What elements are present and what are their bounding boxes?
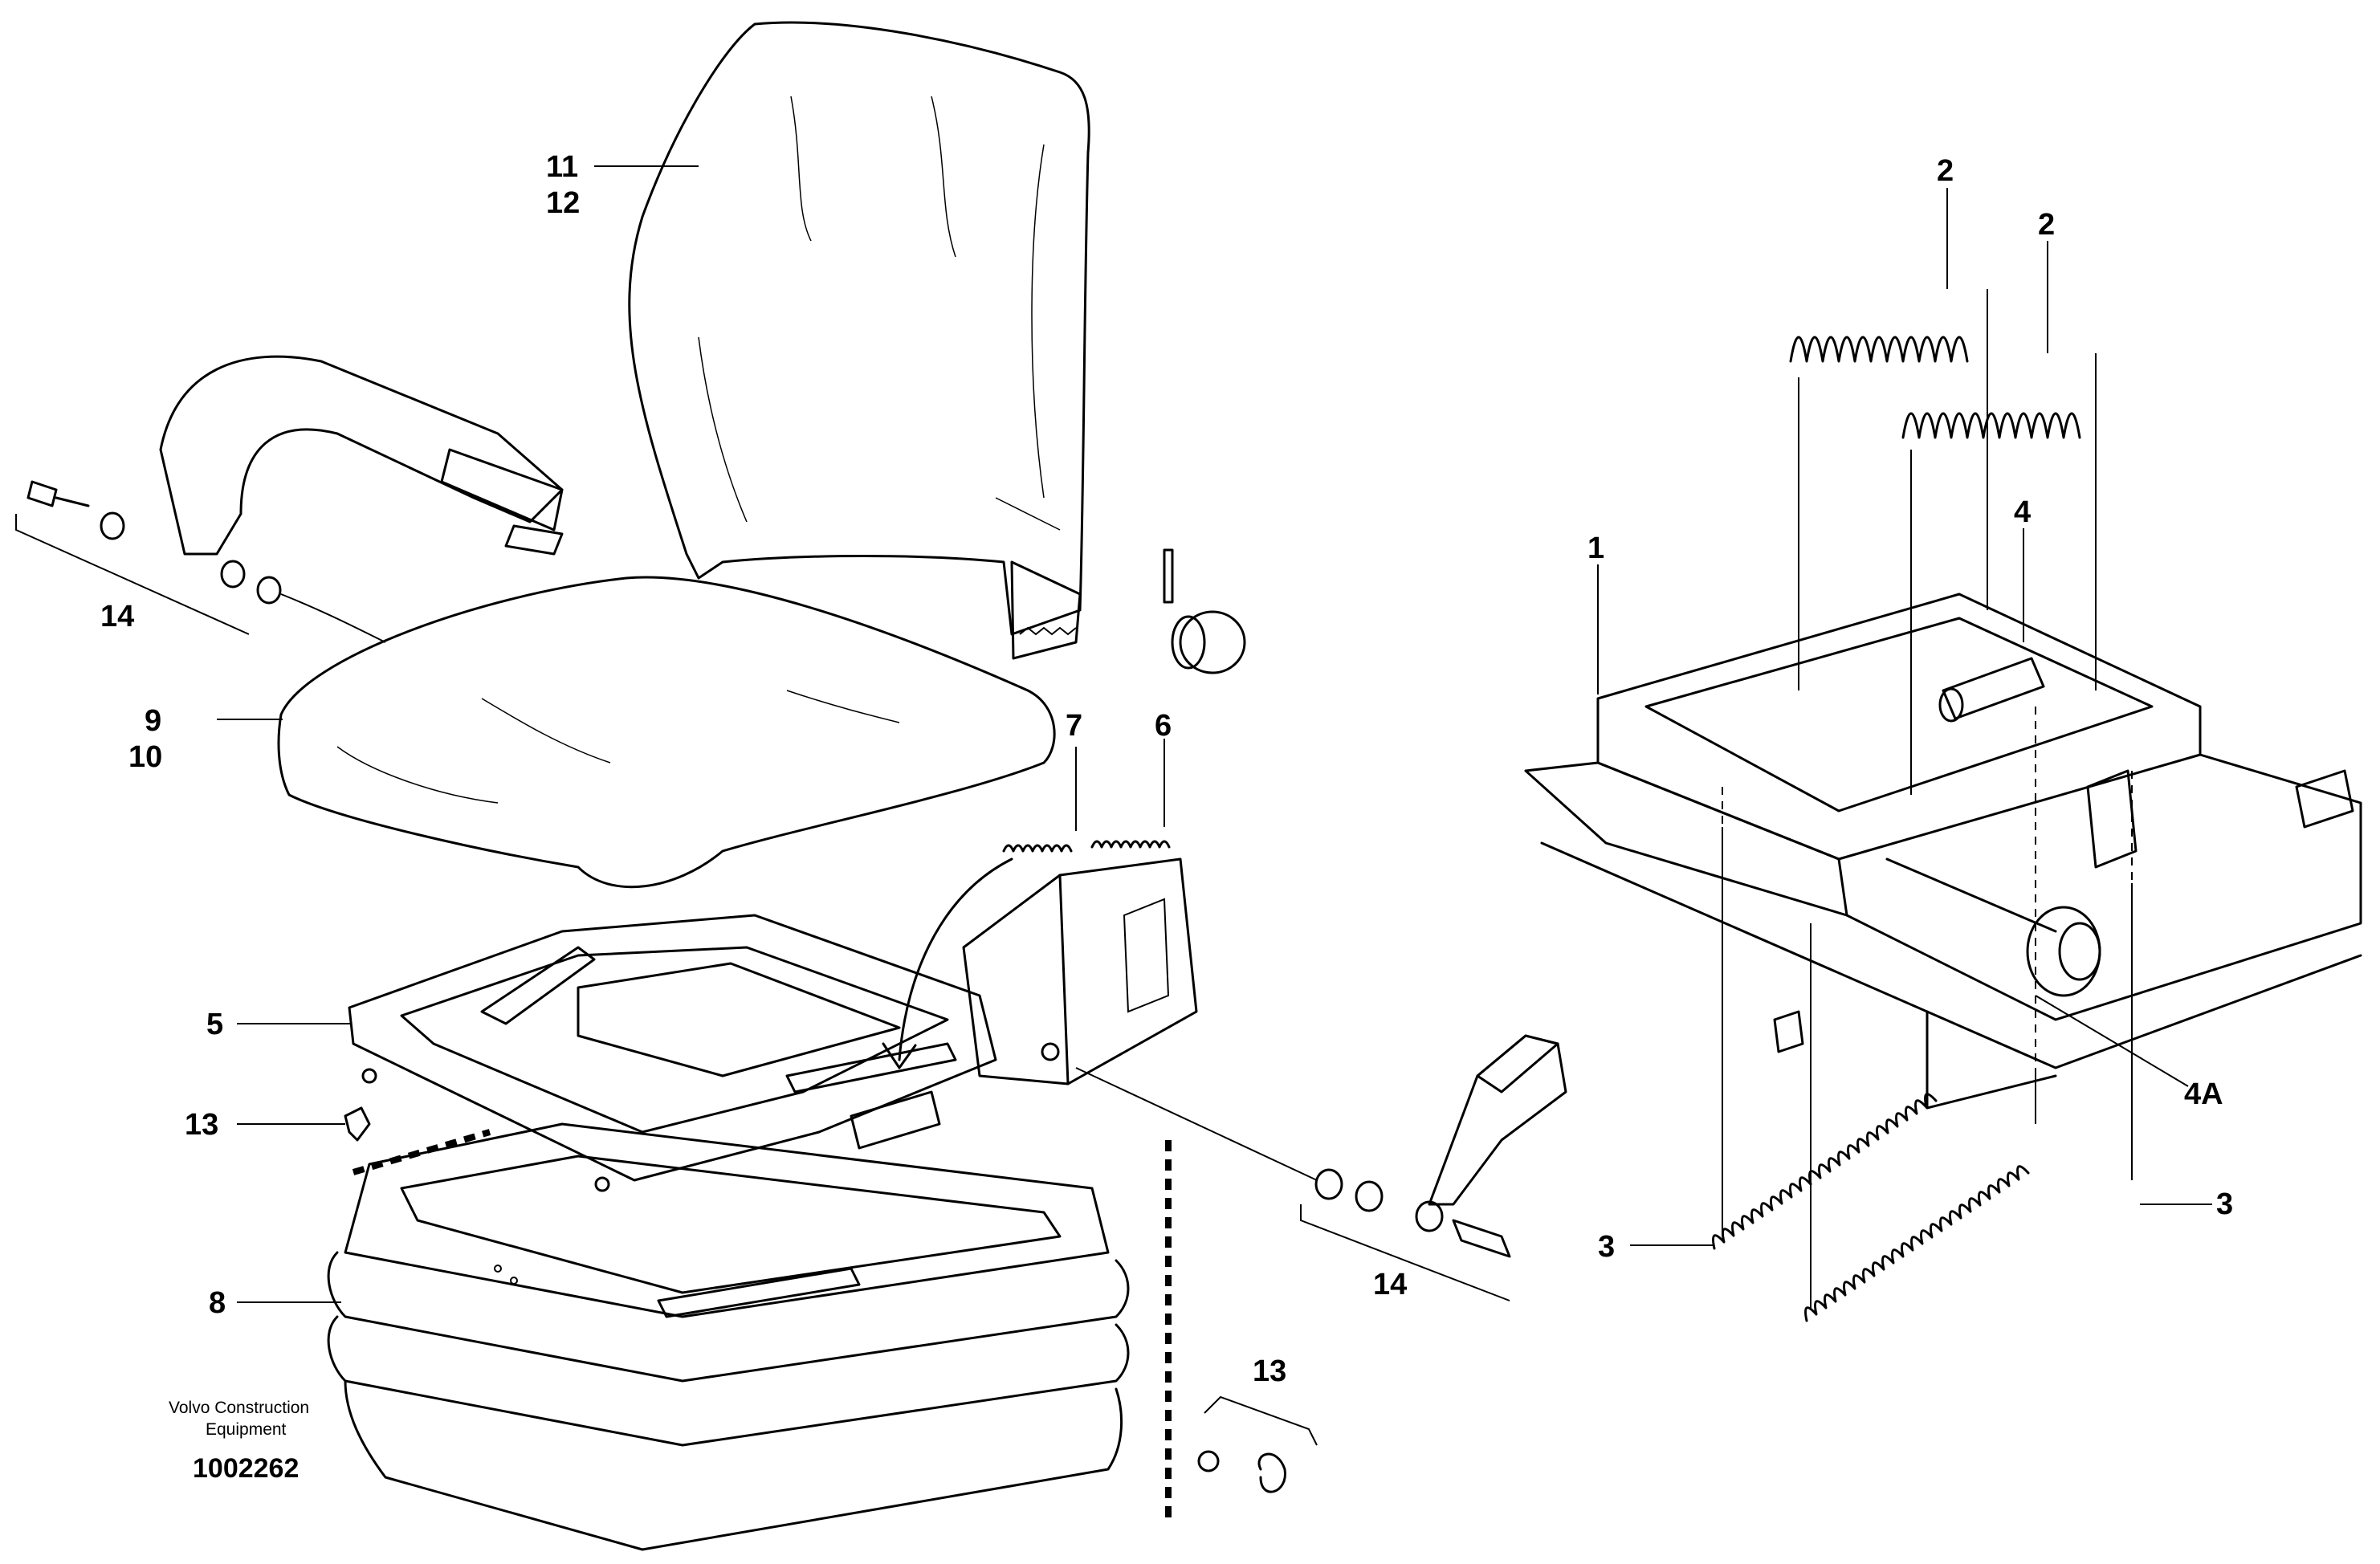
- callout-9: 9: [145, 704, 161, 738]
- suspension-mechanism: [1524, 593, 2362, 1110]
- seat-cushion: [277, 576, 1056, 889]
- springs-6-7: [1002, 840, 1171, 853]
- seat-belt-left: [15, 355, 564, 643]
- document-number: 1002262: [193, 1453, 299, 1484]
- leader-lines: [217, 165, 2212, 1303]
- seat-belt-right: [1075, 1034, 1567, 1301]
- callout-1: 1: [1587, 532, 1604, 565]
- callout-4a: 4A: [2184, 1077, 2223, 1111]
- backrest: [628, 21, 1090, 660]
- callout-6: 6: [1155, 709, 1172, 743]
- callout-5: 5: [206, 1008, 223, 1041]
- callout-2-left: 2: [1937, 154, 1954, 188]
- callout-8: 8: [209, 1286, 226, 1320]
- callout-3-right: 3: [2216, 1187, 2233, 1221]
- mount-mark-left: [352, 1129, 491, 1175]
- adjuster-knob: [1163, 548, 1246, 674]
- springs-3: [1712, 1093, 2030, 1322]
- callout-2-right: 2: [2038, 208, 2055, 242]
- callout-14-left: 14: [100, 600, 134, 633]
- seat-frame: [348, 857, 1198, 1192]
- credit-line-1: Volvo Construction: [169, 1399, 309, 1417]
- install-arrow: [898, 857, 1013, 1061]
- callout-4: 4: [2014, 495, 2031, 529]
- callout-12: 12: [546, 186, 580, 220]
- clip-13-upper: [344, 1106, 371, 1142]
- callout-10: 10: [128, 740, 162, 774]
- bellows-base: [327, 1122, 1130, 1551]
- spring-guide-lines: [1722, 289, 2133, 1309]
- callout-11: 11: [546, 150, 578, 184]
- callout-labels: 11 12 14 9 10 7 6 5 13 8 14 13 2 2 1 4 4…: [100, 150, 2233, 1388]
- callout-13-lower: 13: [1253, 1354, 1286, 1388]
- credit-line-2: Equipment: [206, 1420, 287, 1439]
- callout-7: 7: [1066, 709, 1082, 743]
- callout-3-left: 3: [1598, 1230, 1615, 1264]
- springs-2: [1789, 336, 2081, 439]
- callout-13-upper: 13: [185, 1108, 218, 1142]
- callout-14-right: 14: [1373, 1268, 1407, 1301]
- clip-13-lower: [1197, 1395, 1318, 1493]
